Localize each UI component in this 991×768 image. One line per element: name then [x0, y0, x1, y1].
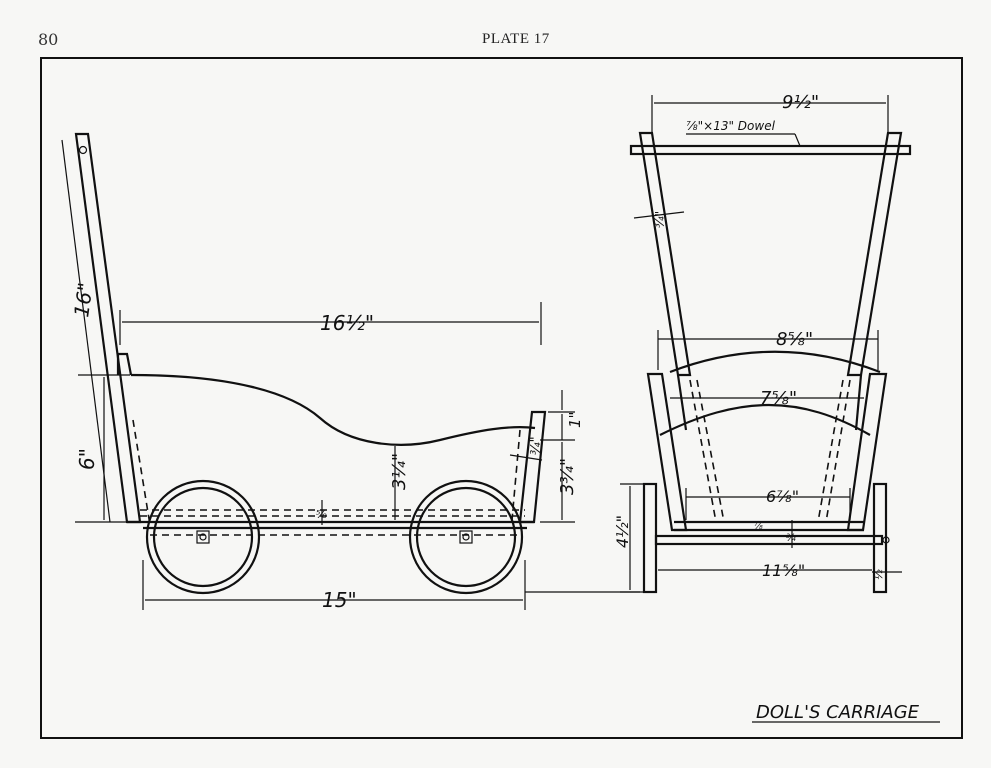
left-wheel	[642, 482, 658, 594]
page-number: 80	[38, 30, 59, 49]
drawing-frame	[40, 57, 963, 739]
dim-axle-length: 11⅝"	[762, 561, 805, 580]
dowel-label: ⅞"×13" Dowel	[686, 119, 776, 133]
dim-floor-height: 3¼"	[389, 453, 410, 490]
dim-body-height: 6"	[75, 448, 99, 470]
dim-small-a: ⅞	[754, 522, 763, 532]
body-top-curve	[130, 373, 536, 446]
dim-small: ⅝	[316, 508, 327, 521]
plate-title: PLATE 17	[482, 31, 550, 47]
left-post	[638, 131, 692, 377]
dim-front-height: 3¾"	[557, 458, 578, 495]
right-wheel	[872, 482, 888, 594]
dowel	[629, 144, 912, 156]
side-view: 16" 16½" 6" 1" ¾" 3¾" 3¼" ⅝	[61, 132, 640, 612]
dim-wheelbase: 15"	[322, 588, 357, 612]
handle-hole	[78, 145, 88, 155]
dim-front-rise: 1"	[566, 412, 584, 428]
drawing-title: DOLL'S CARRIAGE	[756, 702, 920, 723]
rear-wheel	[145, 479, 261, 595]
axle	[654, 534, 884, 546]
dim-mid-width: 7⅝"	[760, 388, 797, 409]
dim-handle-width: 9½"	[782, 92, 819, 113]
dim-small-b: ¾	[786, 533, 796, 544]
dim-front-depth: ¾"	[529, 436, 544, 455]
dim-small-c: ½	[872, 569, 885, 580]
dim-body-length: 16½"	[320, 311, 374, 335]
dim-top-width: 8⅝"	[776, 329, 813, 350]
dim-stick: ¾"	[653, 211, 667, 228]
dim-handle-length: 16"	[69, 281, 98, 319]
dim-axle-height: 4½"	[613, 515, 632, 548]
dim-bottom-width: 6⅞"	[766, 487, 799, 506]
front-wheel	[408, 479, 524, 595]
end-view: 9½" ⅞"×13" Dowel ¾" 8⅝" 7⅝" 6⅞" ⅞ ¾ 4½" …	[613, 92, 912, 594]
